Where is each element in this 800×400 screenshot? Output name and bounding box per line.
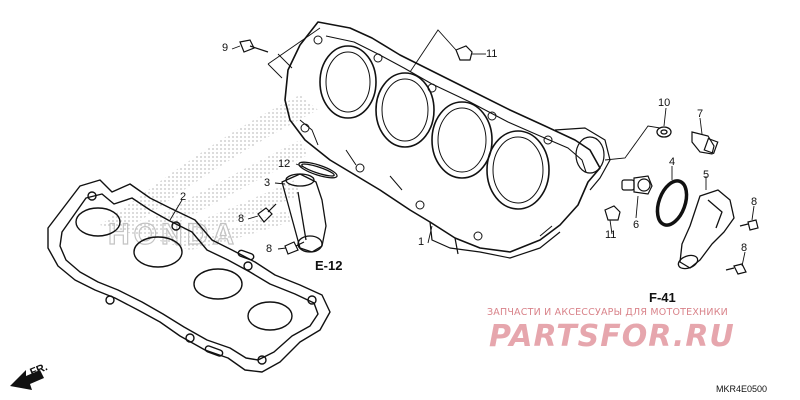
callout-10: 10 bbox=[658, 97, 671, 109]
callout-8-a: 8 bbox=[238, 213, 245, 225]
reference-e12: E-12 bbox=[315, 258, 343, 273]
part-2-cylinder-gasket bbox=[47, 179, 331, 373]
callout-9: 9 bbox=[222, 42, 229, 54]
part-1-cylinder-block bbox=[284, 21, 611, 259]
callout-8-b: 8 bbox=[266, 243, 273, 255]
part-10-washer bbox=[656, 126, 672, 138]
part-8-bolt-a bbox=[257, 203, 277, 223]
part-8-bolt-b bbox=[284, 241, 305, 255]
part-6-sensor bbox=[621, 175, 653, 195]
watermark-tagline: ЗАПЧАСТИ И АКСЕССУАРЫ ДЛЯ МОТОТЕХНИКИ bbox=[487, 307, 728, 318]
honda-logo-text: HONDA bbox=[108, 218, 238, 251]
part-11-cap-bottom bbox=[604, 205, 621, 221]
callout-8-d: 8 bbox=[741, 242, 748, 254]
callout-12: 12 bbox=[278, 158, 291, 170]
part-9-bolt bbox=[239, 39, 269, 53]
callout-3: 3 bbox=[264, 177, 271, 189]
part-7-thermo-sensor bbox=[691, 131, 719, 155]
callout-11-b: 11 bbox=[605, 229, 617, 241]
callout-8-c: 8 bbox=[751, 196, 758, 208]
honda-wing-watermark: HONDA bbox=[100, 95, 318, 252]
front-direction-arrow-icon bbox=[10, 370, 44, 390]
part-3-water-joint bbox=[281, 173, 327, 253]
watermark-site-logo: PARTSFOR.RU bbox=[489, 319, 735, 354]
part-12-o-ring bbox=[298, 161, 338, 179]
part-4-o-ring bbox=[655, 179, 689, 227]
callout-4: 4 bbox=[669, 156, 676, 168]
callout-7: 7 bbox=[697, 108, 704, 120]
callout-6: 6 bbox=[633, 219, 640, 231]
callout-1: 1 bbox=[418, 236, 425, 248]
callout-leader-lines bbox=[169, 27, 755, 267]
callout-11-a: 11 bbox=[486, 48, 498, 60]
part-11-cap-top bbox=[455, 45, 473, 61]
part-8-bolt-c bbox=[739, 219, 759, 231]
drawing-code: MKR4E0500 bbox=[716, 384, 768, 394]
callout-5: 5 bbox=[703, 169, 710, 181]
part-5-thermostat-housing bbox=[677, 189, 735, 270]
callout-2: 2 bbox=[180, 191, 187, 203]
part-8-bolt-d bbox=[725, 263, 747, 275]
reference-f41: F-41 bbox=[649, 290, 676, 305]
